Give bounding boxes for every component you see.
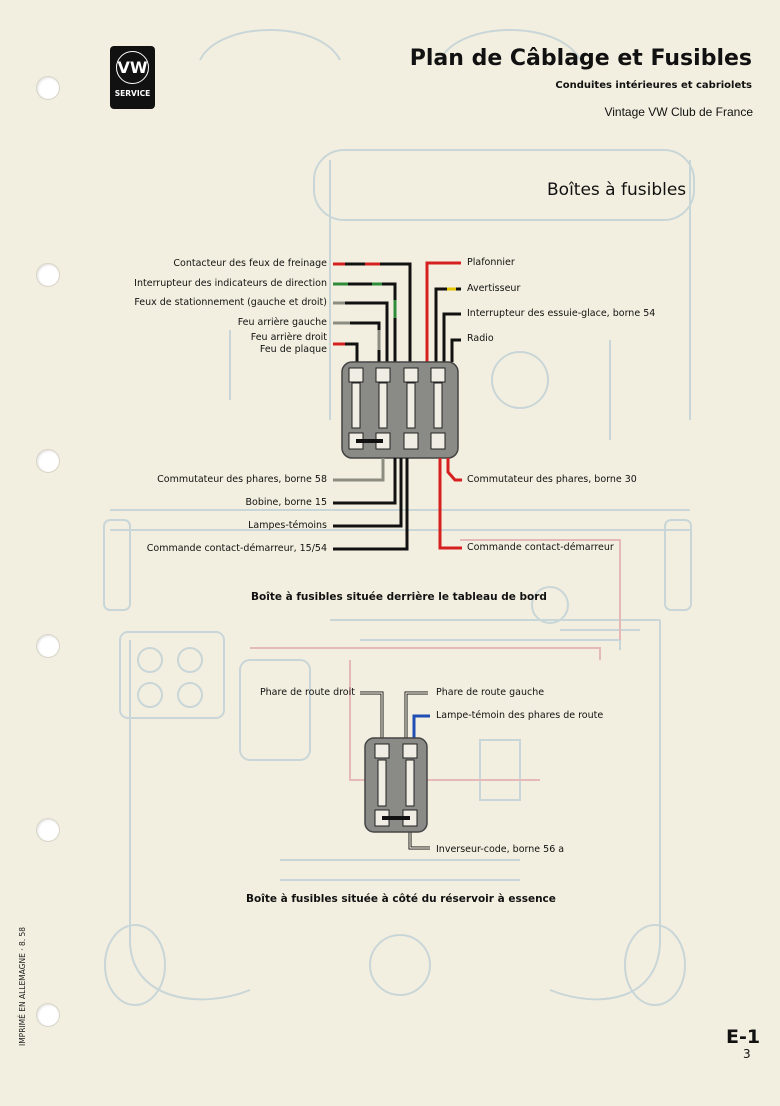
page-title: Plan de Câblage et Fusibles (409, 46, 752, 71)
binder-hole (36, 263, 60, 287)
vw-logo-icon: VW (116, 51, 149, 84)
label-radio: Radio (467, 333, 494, 344)
binder-hole (36, 634, 60, 658)
label-coil-15: Bobine, borne 15 (245, 497, 327, 508)
section-title: Boîtes à fusibles (547, 180, 687, 200)
club-credit: Vintage VW Club de France (604, 105, 753, 119)
binder-hole (36, 818, 60, 842)
page-id: E-1 (726, 1026, 761, 1048)
label-horn: Avertisseur (467, 283, 521, 294)
caption-fuse-box-1: Boîte à fusibles située derrière le tabl… (251, 591, 547, 603)
label-left-high-beam: Phare de route gauche (436, 687, 545, 698)
label-brake-light-switch: Contacteur des feux de freinage (173, 258, 327, 269)
label-parking-lights: Feux de stationnement (gauche et droit) (134, 297, 327, 308)
label-headlight-switch-58: Commutateur des phares, borne 58 (157, 474, 327, 485)
binder-hole (36, 76, 60, 100)
label-turn-signal-switch: Interrupteur des indicateurs de directio… (134, 278, 327, 289)
label-high-beam-indicator: Lampe-témoin des phares de route (436, 710, 604, 721)
caption-fuse-box-2: Boîte à fusibles située à côté du réserv… (246, 893, 556, 905)
label-ignition-15-54: Commande contact-démarreur, 15/54 (146, 543, 327, 554)
label-left-tail-light: Feu arrière gauche (237, 317, 327, 328)
print-note: IMPRIMÉ EN ALLEMAGNE · 8. 58 (18, 926, 27, 1046)
binder-hole (36, 1003, 60, 1027)
label-warning-lamps: Lampes-témoins (248, 520, 327, 531)
page-number: 3 (743, 1047, 751, 1061)
service-label: SERVICE (114, 89, 151, 98)
label-headlight-switch-30: Commutateur des phares, borne 30 (467, 474, 637, 485)
label-right-high-beam: Phare de route droit (259, 687, 355, 698)
label-ignition-switch: Commande contact-démarreur (467, 542, 614, 553)
vw-service-logo: VW SERVICE (110, 46, 155, 109)
label-plate-light: Feu de plaque (259, 344, 327, 355)
page-subtitle: Conduites intérieures et cabriolets (555, 80, 752, 91)
label-dome-light: Plafonnier (467, 257, 515, 268)
label-wiper-switch: Interrupteur des essuie-glace, borne 54 (467, 308, 656, 319)
binder-hole (36, 449, 60, 473)
label-dimmer-switch-56a: Inverseur-code, borne 56 a (436, 844, 565, 855)
label-right-tail-light: Feu arrière droit (250, 332, 327, 343)
